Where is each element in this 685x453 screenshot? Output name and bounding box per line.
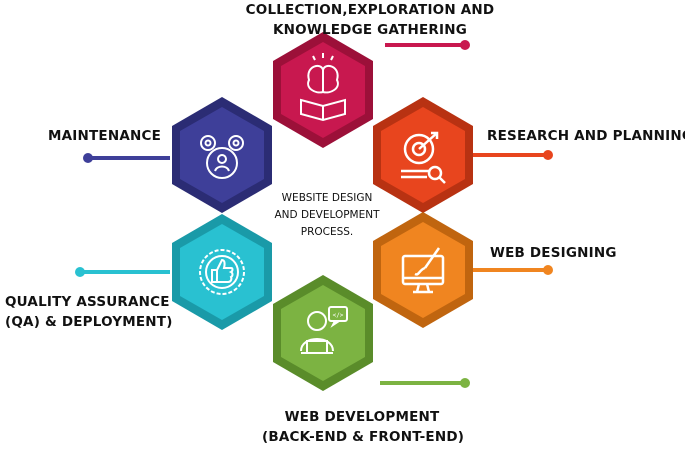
hexagon-qa bbox=[172, 214, 272, 330]
label-qa-line-2: (QA) & DEPLOYMENT) bbox=[5, 314, 173, 330]
label-collection-line-2: KNOWLEDGE GATHERING bbox=[273, 22, 467, 38]
hexagon-collection bbox=[273, 32, 373, 148]
label-webdev: WEB DEVELOPMENT (BACK-END & FRONT-END) bbox=[262, 407, 465, 447]
center-title: WEBSITE DESIGN AND DEVELOPMENT PROCESS. bbox=[262, 190, 392, 241]
center-title-line-2: AND DEVELOPMENT bbox=[274, 209, 380, 221]
hexagon-research bbox=[373, 97, 473, 213]
developer-laptop-icon: </> bbox=[300, 306, 348, 354]
label-qa-line-1: QUALITY ASSURANCE bbox=[5, 294, 170, 310]
target-chart-icon bbox=[401, 131, 446, 184]
label-collection: COLLECTION,EXPLORATION AND KNOWLEDGE GAT… bbox=[180, 0, 560, 40]
svg-text:</>: </> bbox=[333, 312, 344, 319]
connector-webdev bbox=[380, 378, 470, 388]
hexagon-maintenance bbox=[172, 97, 272, 213]
connector-maintenance bbox=[83, 153, 170, 163]
brain-book-icon bbox=[300, 53, 346, 122]
label-research: RESEARCH AND PLANNING bbox=[487, 128, 685, 144]
label-collection-line-1: COLLECTION,EXPLORATION AND bbox=[245, 2, 495, 18]
center-title-line-3: PROCESS. bbox=[300, 226, 354, 238]
gears-person-icon bbox=[200, 135, 244, 179]
label-qa: QUALITY ASSURANCE (QA) & DEPLOYMENT) bbox=[5, 292, 173, 332]
label-webdev-line-1: WEB DEVELOPMENT bbox=[284, 409, 440, 425]
connector-collection bbox=[385, 40, 470, 50]
hexagon-webdev: </> bbox=[273, 275, 373, 391]
monitor-brush-icon bbox=[401, 247, 445, 294]
hexagon-webdesign bbox=[373, 212, 473, 328]
thumbs-up-badge-icon bbox=[199, 249, 245, 295]
center-title-line-1: WEBSITE DESIGN bbox=[281, 192, 373, 204]
connector-qa bbox=[75, 267, 170, 277]
label-maintenance: MAINTENANCE bbox=[48, 128, 162, 144]
label-webdesign: WEB DESIGNING bbox=[490, 245, 617, 261]
connector-research bbox=[470, 150, 553, 160]
label-webdev-line-2: (BACK-END & FRONT-END) bbox=[262, 429, 465, 445]
connector-webdesign bbox=[470, 265, 553, 275]
